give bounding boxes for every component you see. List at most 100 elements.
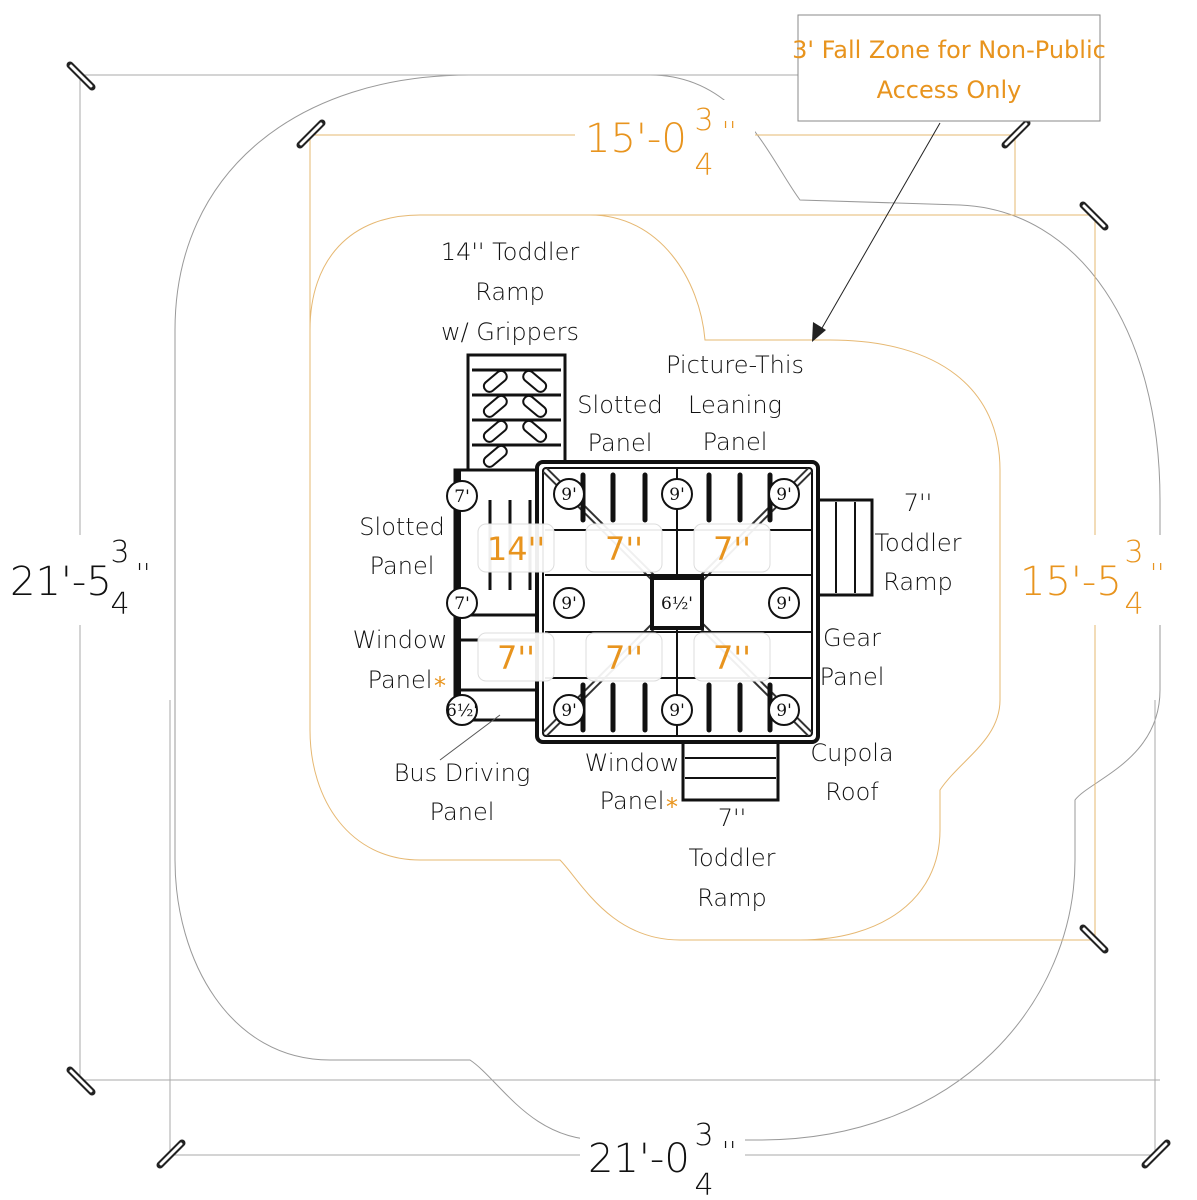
label-line: Gear [823, 624, 881, 652]
svg-text:3: 3 [110, 535, 129, 570]
deck-height-box: 7'' [693, 523, 771, 573]
svg-text:21'-5: 21'-5 [10, 559, 112, 605]
svg-text:'': '' [136, 559, 150, 589]
label-line: Panel [600, 787, 665, 815]
label-line: 14'' Toddler [441, 238, 580, 266]
label-line: 7'' [718, 804, 746, 832]
deck-height-box: 7'' [585, 632, 663, 682]
post-height-marker: 9' [661, 694, 693, 726]
deck-heights: 14'' 7'' 7'' 7'' 7'' 7'' [477, 523, 771, 682]
post-height-marker: 9' [768, 478, 800, 510]
dimension-right: 15'-5 3 4 '' [1015, 535, 1175, 625]
toddler-ramp-right [816, 498, 874, 597]
svg-text:Access Only: Access Only [877, 76, 1022, 104]
label-line: Panel [368, 666, 433, 694]
post-height-label: 9' [669, 701, 685, 721]
label-line: 7'' [904, 489, 932, 517]
label-line: Cupola [810, 739, 893, 767]
post-height-label: 9' [561, 701, 577, 721]
deck-height-label: 7'' [713, 530, 751, 568]
svg-text:'': '' [722, 117, 736, 147]
post-height-marker: 9' [768, 587, 800, 619]
post-height-marker: 9' [553, 587, 585, 619]
leader-line [439, 714, 501, 761]
label-line: Leaning [688, 391, 782, 419]
dimension-top: 15'-0 3 4 '' [575, 100, 755, 183]
post-height-label: 9' [776, 701, 792, 721]
deck-height-label: 7'' [605, 639, 643, 677]
post-height-marker: 9' [661, 478, 693, 510]
label-line: Slotted [359, 513, 444, 541]
svg-text:3: 3 [694, 103, 713, 138]
svg-text:4: 4 [694, 148, 713, 183]
svg-text:4: 4 [110, 587, 129, 622]
label-line: Picture-This [666, 351, 804, 379]
inner-fall-zone [309, 214, 1001, 941]
deck-height-label: 7'' [497, 639, 535, 677]
outer-fall-zone [174, 74, 1161, 1141]
label-line: Ramp [697, 884, 766, 912]
svg-text:15'-0: 15'-0 [585, 116, 687, 162]
label-line: Toddler [874, 529, 961, 557]
toddler-ramp-bottom [681, 738, 780, 802]
label-line: Panel [370, 552, 435, 580]
label-line: Bus Driving [394, 759, 531, 787]
post-height-label: 9' [561, 594, 577, 614]
post-height-marker: 6½' [446, 694, 478, 726]
post-height-marker: 7' [446, 480, 478, 512]
post-height-marker: 7' [446, 587, 478, 619]
post-height-marker: 9' [553, 694, 585, 726]
post-height-label: 9' [776, 485, 792, 505]
post-height-marker: 9' [768, 694, 800, 726]
label-line: Panel [820, 663, 885, 691]
post-height-label: 9' [669, 485, 685, 505]
deck-height-label: 7'' [713, 639, 751, 677]
post-height-label: 9' [561, 485, 577, 505]
label-line: Ramp [883, 568, 952, 596]
post-height-label: 7' [454, 594, 470, 614]
svg-text:15'-5: 15'-5 [1020, 559, 1122, 605]
label-line: Slotted [577, 391, 662, 419]
svg-text:'': '' [722, 1137, 736, 1167]
deck-height-label: 14'' [487, 530, 545, 568]
svg-text:3' Fall Zone for Non-Public: 3' Fall Zone for Non-Public [792, 36, 1106, 64]
post-height-label: 6½' [661, 594, 693, 614]
post-height-label: 7' [454, 487, 470, 507]
deck-height-label: 7'' [605, 530, 643, 568]
post-height-label: 6½' [446, 701, 478, 721]
asterisk-icon: * [434, 672, 446, 700]
svg-text:4: 4 [1124, 587, 1143, 622]
svg-text:4: 4 [694, 1168, 713, 1200]
label-line: Window [353, 626, 448, 654]
label-line: Panel [430, 798, 495, 826]
label-line: Ramp [475, 278, 544, 306]
post-height-marker: 6½' [661, 594, 693, 614]
fall-zone-callout: 3' Fall Zone for Non-Public Access Only [792, 14, 1106, 342]
label-line: Toddler [688, 844, 775, 872]
post-height-label: 9' [776, 594, 792, 614]
svg-text:'': '' [1150, 559, 1164, 589]
dimension-bottom: 21'-0 3 4 '' [580, 1115, 745, 1200]
post-height-marker: 9' [553, 478, 585, 510]
toddler-ramp-14-inch [466, 353, 567, 477]
deck-height-box: 14'' [477, 523, 555, 573]
svg-text:21'-0: 21'-0 [588, 1136, 690, 1182]
svg-text:3: 3 [694, 1118, 713, 1153]
label-line: Panel [588, 429, 653, 457]
post-markers: 9' 9' 9' 9' 6½' 9' 9' 9' 9' 7' 7' 6½' [446, 478, 800, 726]
label-line: Window [585, 749, 680, 777]
